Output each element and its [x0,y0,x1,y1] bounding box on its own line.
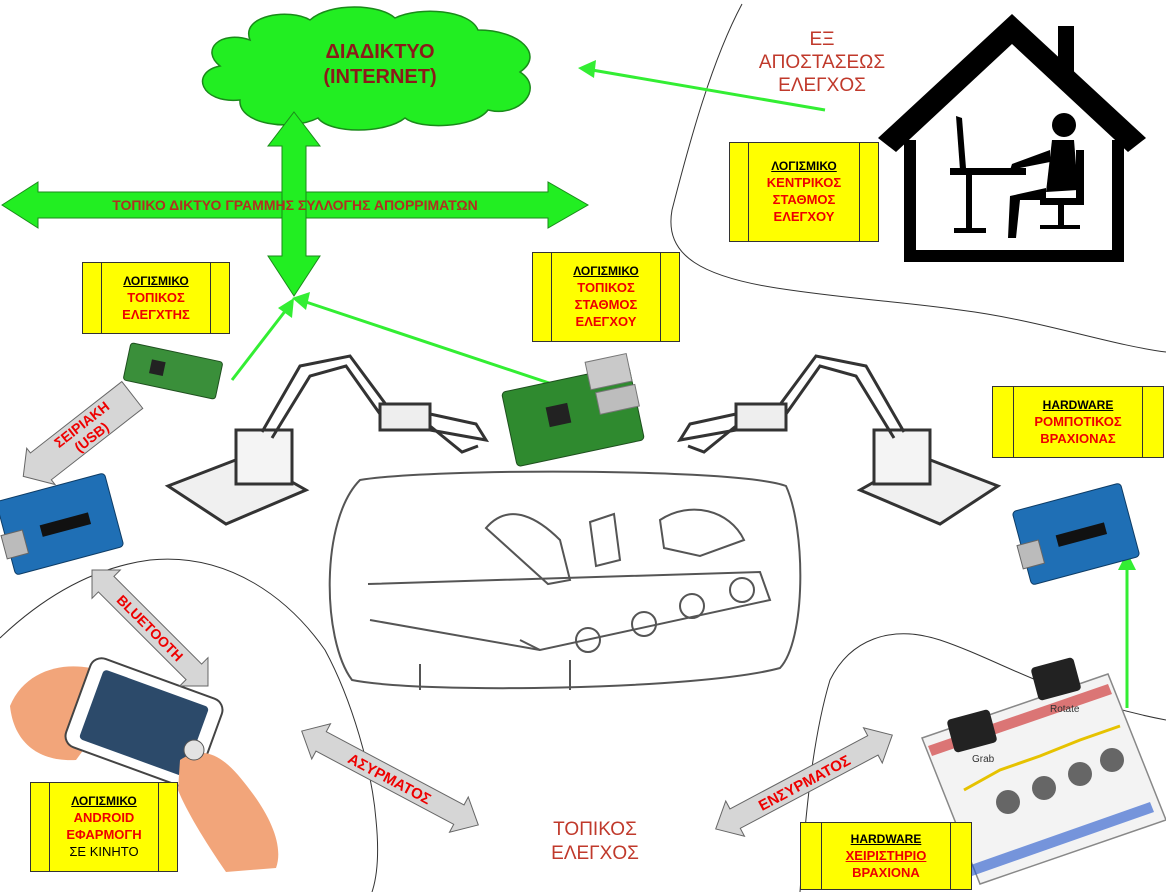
hand-with-phone-icon [10,657,279,872]
local-controller-header: ΛΟΓΙΣΜΙΚΟ [123,273,189,288]
robot-arm-line2: ΒΡΑΧΙΟΝΑΣ [1040,430,1116,446]
bluetooth-link-label: BLUETOOTH [114,592,187,665]
robot-arm-header: HARDWARE [1042,397,1114,412]
local-controller-line1: ΤΟΠΙΚΟΣ [127,289,185,305]
internet-cloud [201,6,531,131]
joystick-line2: ΒΡΑΧΙΟΝΑ [852,864,920,880]
remote-control-line1: ΕΞ [809,29,835,50]
servo-grab-label: Grab [972,754,995,765]
left-local-region-outline [0,558,379,892]
android-app-line1: ANDROID [73,810,135,825]
joystick-box: HARDWARE ΧΕΙΡΙΣΤΗΡΙΟ ΒΡΑΧΙΟΝΑ [800,822,972,890]
computer-user-icon [950,113,1084,238]
central-station-line2: ΣΤΑΘΜΟΣ [772,192,836,207]
central-station-header: ΛΟΓΙΣΜΙΚΟ [771,159,837,173]
serial-usb-link: ΣΕΙΡΙΑΚΗ (USB) [22,380,144,486]
central-station-line3: ΕΛΕΓΧΟΥ [773,209,835,224]
arduino-left-icon [0,473,124,575]
internet-cloud-line1: ΔΙΑΔΙΚΤΥΟ [325,41,435,63]
arduino-right-icon [1012,483,1140,585]
wireless-link-label: ΑΣΥΡΜΑΤΟΣ [345,750,434,808]
remote-control-title: ΕΞ ΑΠΟΣΤΑΣΕΩΣ ΕΛΕΓΧΟΣ [742,28,902,97]
local-station-line3: ΕΛΕΓΧΟΥ [575,314,637,329]
android-app-header: ΛΟΓΙΣΜΙΚΟ [71,794,137,808]
joystick-header: HARDWARE [850,831,922,846]
internet-link-arrow [266,111,322,297]
conveyor-belt-sketch [328,470,802,690]
robot-arm-line1: ΡΟΜΠΟΤΙΚΟΣ [1034,413,1122,429]
servo-rotate-label: Rotate [1050,704,1080,715]
central-station-box: ΛΟΓΙΣΜΙΚΟ ΚΕΝΤΡΙΚΟΣ ΣΤΑΘΜΟΣ ΕΛΕΓΧΟΥ [729,142,879,242]
remote-region-outline [670,3,1166,353]
android-app-box: ΛΟΓΙΣΜΙΚΟ ANDROID ΕΦΑΡΜΟΓΗ ΣΕ ΚΙΝΗΤΟ [30,782,178,872]
remote-control-line3: ΕΛΕΓΧΟΣ [778,75,866,96]
robot-arm-box: HARDWARE ΡΟΜΠΟΤΙΚΟΣ ΒΡΑΧΙΟΝΑΣ [992,386,1164,458]
robot-arm-left-icon [164,354,490,526]
raspberry-pi-zero-icon [123,342,223,400]
wired-link-label: ΕΝΣΥΡΜΑΤΟΣ [756,752,854,815]
android-app-line3: ΣΕ ΚΙΝΗΤΟ [69,844,139,859]
local-station-box: ΛΟΓΙΣΜΙΚΟ ΤΟΠΙΚΟΣ ΣΤΑΘΜΟΣ ΕΛΕΓΧΟΥ [532,252,680,342]
remote-control-line2: ΑΠΟΣΤΑΣΕΩΣ [758,52,886,73]
local-station-line1: ΤΟΠΙΚΟΣ [577,280,635,295]
central-station-line1: ΚΕΝΤΡΙΚΟΣ [766,175,842,190]
local-control-line2: ΕΛΕΓΧΟΣ [551,843,639,864]
robot-arm-right-icon [676,354,1002,526]
local-control-title: ΤΟΠΙΚΟΣ ΕΛΕΓΧΟΣ [520,818,670,866]
android-app-line2: ΕΦΑΡΜΟΓΗ [66,827,142,842]
internet-cloud-label: ΔΙΑΔΙΚΤΥΟ (INTERNET) [290,40,470,90]
internet-cloud-line2: (INTERNET) [323,66,437,88]
local-control-line1: ΤΟΠΙΚΟΣ [553,819,637,840]
green-link-arrows [230,60,1136,708]
local-controller-line2: ΕΛΕΓΧΤΗΣ [122,306,190,322]
lan-label: ΤΟΠΙΚΟ ΔΙΚΤΥΟ ΓΡΑΜΜΗΣ ΣΥΛΛΟΓΗΣ ΑΠΟΡΡΙΜΑΤ… [112,197,478,213]
local-controller-box: ΛΟΓΙΣΜΙΚΟ ΤΟΠΙΚΟΣ ΕΛΕΓΧΤΗΣ [82,262,230,334]
joystick-line1: ΧΕΙΡΙΣΤΗΡΙΟ [845,847,927,863]
local-station-line2: ΣΤΑΘΜΟΣ [574,297,638,312]
local-station-header: ΛΟΓΙΣΜΙΚΟ [573,264,639,278]
wireless-link: ΑΣΥΡΜΑΤΟΣ [301,722,479,834]
raspberry-pi-board-icon [501,352,645,467]
house-icon [878,14,1146,262]
breadboard-joystick-icon: Grab Rotate [921,657,1166,885]
